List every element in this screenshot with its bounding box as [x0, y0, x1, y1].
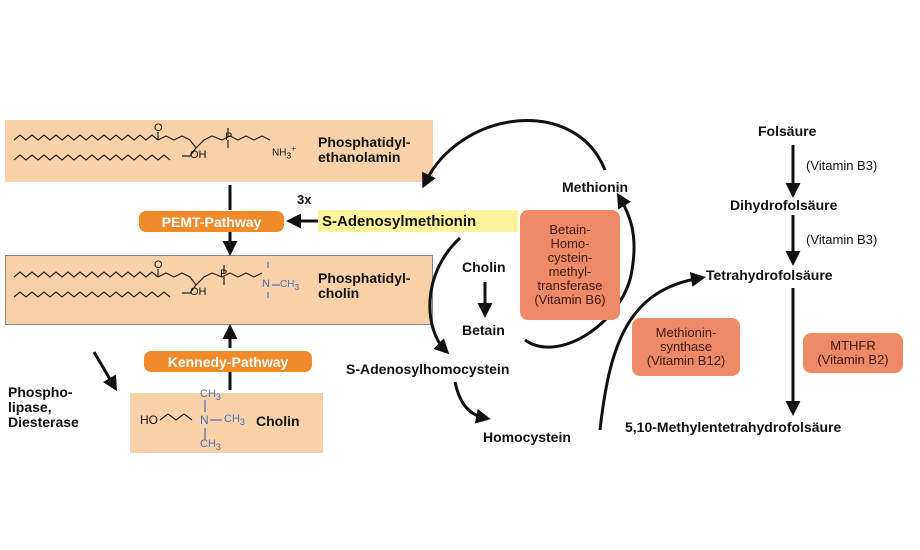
choline-ch3-top-label: CH3 [200, 388, 221, 403]
pe-oh-label: OH [190, 149, 207, 161]
choline-methyl-bonds [204, 262, 280, 440]
s-adenosylhomocystein-label: S-Adenosylhomocystein [346, 361, 510, 377]
choline-structure [159, 413, 193, 421]
pe-phosphorus-label: P [225, 131, 233, 143]
methionin-label: Methionin [562, 179, 629, 195]
choline-ho-label: HO [140, 413, 158, 427]
pc-nitrogen-label: N [262, 278, 270, 290]
tetrahydrofolsaeure-label: Tetrahydrofolsäure [706, 267, 833, 283]
phospholipase-label: Phospho- lipase, Diesterase [8, 384, 79, 430]
pc-oh-label: OH [190, 286, 207, 298]
phosphatidylethanolamin-label: Phosphatidyl- ethanolamin [318, 134, 411, 165]
sam-to-sah-arc [428, 236, 462, 355]
mthfr-enzyme-box: MTHFR (Vitamin B2) [803, 333, 903, 373]
times-three-label: 3x [297, 192, 312, 207]
dihydrofolsaeure-label: Dihydrofolsäure [730, 197, 838, 213]
cholin-label: Cholin [462, 259, 506, 275]
phosphatidylcholin-label: Phosphatidyl- cholin [318, 270, 411, 301]
cholin-box-label: Cholin [256, 413, 300, 429]
methionin-to-sam-arc [422, 119, 607, 189]
choline-nitrogen-label: N [200, 413, 209, 427]
phosphatidylethanolamine-structure [13, 128, 271, 161]
pc-ch3-label: CH3 [280, 279, 300, 292]
phospholipase-arrow [92, 351, 118, 392]
vitamin-b3-second-label: (Vitamin B3) [806, 232, 878, 247]
betain-label: Betain [462, 322, 505, 338]
pc-oxygen-label: O [154, 259, 163, 271]
folsaeure-label: Folsäure [758, 123, 817, 139]
methylentetrahydrofolsaeure-label: 5,10-Methylentetrahydrofolsäure [625, 419, 842, 435]
bhmt-enzyme-box: Betain- Homo- cystein- methyl- transfera… [520, 210, 620, 320]
pc-phosphorus-label: P [220, 268, 228, 280]
pe-oxygen-label: O [154, 122, 163, 134]
methioninsynthase-enzyme-box: Methionin- synthase (Vitamin B12) [632, 318, 740, 376]
homocystein-label: Homocystein [483, 429, 571, 445]
pemt-pathway-pill: PEMT-Pathway [139, 211, 284, 232]
kennedy-pathway-pill: Kennedy-Pathway [144, 351, 312, 372]
choline-box [130, 393, 323, 453]
sah-to-homocystein-arc [453, 381, 491, 424]
pe-nh3-label: NH3+ [272, 143, 296, 161]
vitamin-b3-first-label: (Vitamin B3) [806, 158, 878, 173]
choline-ch3-right-label: CH3 [224, 413, 245, 428]
s-adenosylmethionin-box: S-Adenosylmethionin [318, 210, 518, 232]
phosphatidylcholine-structure [13, 265, 263, 298]
choline-ch3-bottom-label: CH3 [200, 438, 221, 453]
bhmt-loop-arc [524, 192, 636, 349]
phosphatidylethanolamine-box [5, 120, 433, 182]
phosphatidylcholine-box [5, 255, 433, 325]
homocystein-to-thf-arc [598, 272, 706, 431]
